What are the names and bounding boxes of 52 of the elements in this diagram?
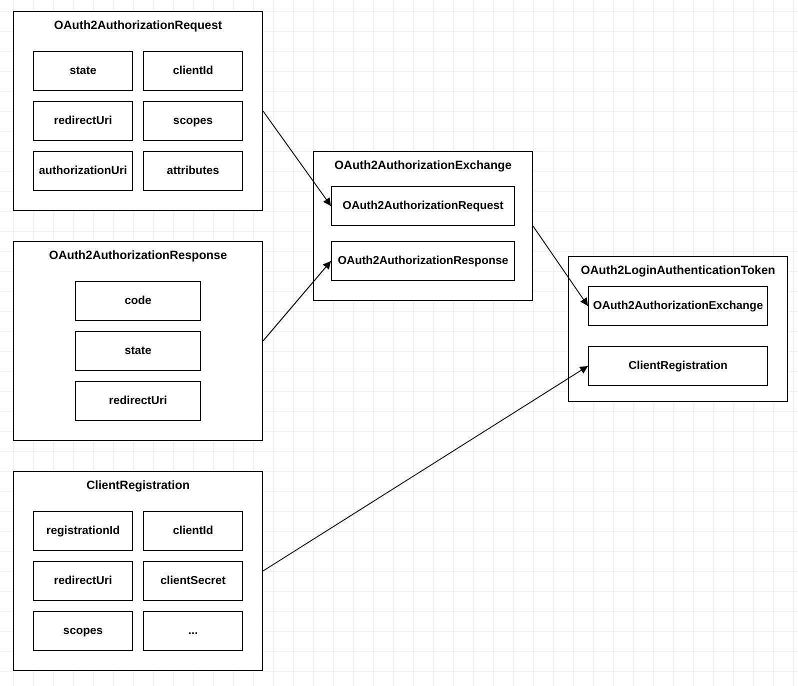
field-name: redirectUri [54, 575, 112, 587]
arrow [262, 366, 588, 572]
field-box [75, 331, 201, 371]
field-name: ClientRegistration [628, 360, 728, 372]
field-box [33, 151, 133, 191]
field-box [33, 101, 133, 141]
class-container [313, 151, 533, 301]
field-box [143, 561, 243, 601]
field-name: scopes [173, 115, 213, 127]
arrow [532, 226, 588, 306]
field-name: ... [188, 625, 198, 637]
field-box [331, 186, 515, 226]
field-name: redirectUri [54, 115, 112, 127]
field-box [33, 611, 133, 651]
field-name: state [70, 65, 96, 77]
field-box [143, 511, 243, 551]
field-box [75, 281, 201, 321]
arrow [262, 260, 332, 342]
container-title: ClientRegistration [85, 478, 191, 492]
arrow [262, 110, 332, 206]
container-title: OAuth2AuthorizationRequest [53, 18, 223, 32]
container-title: OAuth2LoginAuthenticationToken [580, 263, 776, 277]
field-name: clientId [172, 525, 214, 537]
field-name: registrationId [46, 525, 120, 537]
field-box [331, 241, 515, 281]
field-name: authorizationUri [38, 165, 128, 177]
class-container [13, 11, 263, 211]
field-box [33, 51, 133, 91]
field-box [588, 286, 768, 326]
field-name: attributes [166, 165, 220, 177]
container-title: OAuth2AuthorizationResponse [48, 248, 228, 262]
field-box [143, 611, 243, 651]
field-name: clientSecret [160, 575, 226, 587]
field-box [143, 151, 243, 191]
field-box [33, 561, 133, 601]
class-container [13, 241, 263, 441]
field-box [75, 381, 201, 421]
field-name: OAuth2AuthorizationExchange [593, 300, 763, 312]
field-name: state [124, 345, 152, 357]
field-box [143, 51, 243, 91]
field-box [33, 511, 133, 551]
field-name: redirectUri [108, 395, 168, 407]
field-name: code [124, 295, 152, 307]
field-name: OAuth2AuthorizationRequest [342, 200, 504, 212]
class-container [568, 256, 788, 402]
container-title: OAuth2AuthorizationExchange [333, 158, 513, 172]
class-container [13, 471, 263, 671]
field-name: scopes [63, 625, 103, 637]
field-name: OAuth2AuthorizationResponse [338, 255, 508, 267]
field-box [588, 346, 768, 386]
field-name: clientId [172, 65, 214, 77]
field-box [143, 101, 243, 141]
